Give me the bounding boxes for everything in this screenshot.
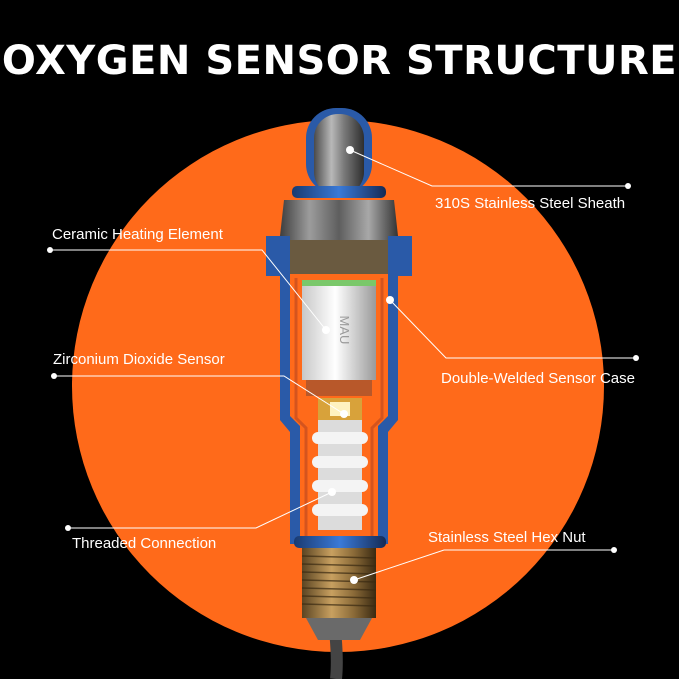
label-heating-element: Ceramic Heating Element (52, 226, 223, 243)
threaded-body (302, 548, 376, 618)
thread-lines (301, 555, 377, 607)
page-title: OXYGEN SENSOR STRUCTURE (1, 38, 678, 84)
case-inner-wall (294, 278, 384, 536)
label-sensor-case: Double-Welded Sensor Case (441, 370, 635, 387)
leader-zirconium (54, 375, 345, 415)
label-zirconium: Zirconium Dioxide Sensor (53, 351, 225, 368)
label-sheath: 310S Stainless Steel Sheath (435, 195, 626, 212)
label-hex-nut: Stainless Steel Hex Nut (428, 529, 586, 546)
ceramic-band (302, 280, 376, 286)
lower-seal-ring (294, 536, 386, 548)
ribbed-insulator (312, 420, 368, 530)
leader-sheath (349, 149, 628, 187)
ceramic-element (302, 280, 376, 380)
upper-seal-ring (292, 186, 386, 198)
leader-hexnut (353, 549, 614, 581)
leader-lines (50, 149, 636, 581)
hex-nut-lower (286, 240, 392, 274)
outer-case (266, 236, 412, 544)
ceramic-marking: MAU (337, 316, 352, 345)
sensor-tip (306, 618, 372, 640)
leader-dots (47, 146, 639, 584)
leader-heating (50, 249, 327, 331)
copper-band (306, 380, 372, 396)
leader-case (389, 299, 636, 359)
leader-threaded (68, 491, 333, 529)
label-threaded: Threaded Connection (72, 535, 217, 552)
sheath-inner (314, 114, 364, 196)
